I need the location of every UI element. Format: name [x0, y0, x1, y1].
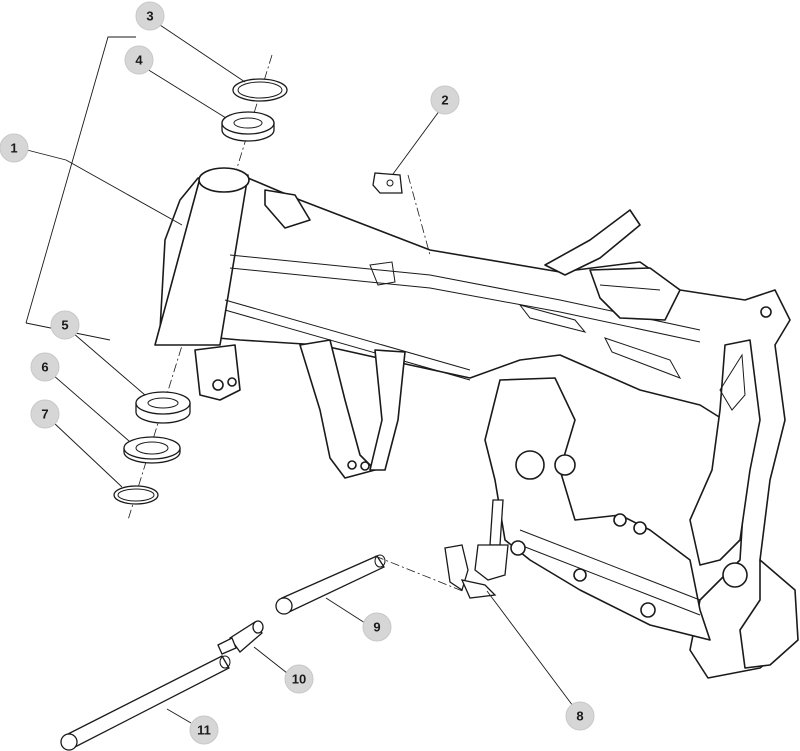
callout-1-label: 1: [10, 141, 17, 156]
callout-11: 11: [189, 715, 219, 745]
part-2-clip: [372, 172, 431, 256]
callout-11-label: 11: [197, 723, 211, 738]
callout-7-label: 7: [41, 407, 48, 422]
callout-8-label: 8: [576, 709, 583, 724]
callout-10: 10: [284, 664, 314, 694]
callout-9-label: 9: [373, 620, 380, 635]
callout-5: 5: [50, 310, 80, 340]
part-9-tube: [275, 554, 386, 615]
callout-8: 8: [565, 701, 595, 731]
part-8-pin: [374, 499, 509, 599]
part-7-ring: [113, 485, 159, 505]
callout-9: 9: [362, 612, 392, 642]
callout-4: 4: [124, 45, 154, 75]
callout-2-label: 2: [441, 93, 448, 108]
leader-lines: [25, 22, 574, 724]
part-3-ring: [232, 78, 288, 102]
callout-6: 6: [30, 352, 60, 382]
part-6-seal: [123, 436, 181, 464]
callout-6-label: 6: [41, 360, 48, 375]
callout-4-label: 4: [135, 53, 143, 68]
callout-3: 3: [135, 1, 165, 31]
callout-7: 7: [30, 399, 60, 429]
part-5-bearing: [135, 391, 191, 424]
part-4-bearing: [221, 111, 275, 142]
callout-2: 2: [430, 85, 460, 115]
callout-3-label: 3: [146, 9, 153, 24]
callout-5-label: 5: [61, 318, 68, 333]
part-11-tube: [60, 655, 231, 751]
callout-10-label: 10: [292, 672, 306, 687]
part-10-bushing: [217, 620, 264, 655]
callout-1: 1: [0, 133, 29, 163]
main-frame: [154, 167, 799, 679]
